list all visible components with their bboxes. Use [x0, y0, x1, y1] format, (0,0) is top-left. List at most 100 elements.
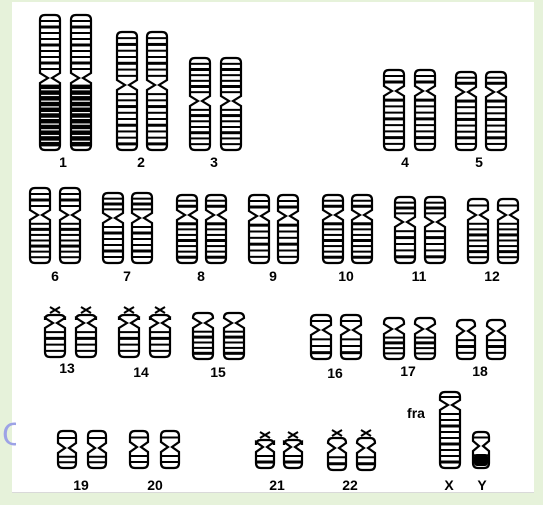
chromosome-band — [133, 244, 151, 246]
label-chr-9: 9 — [269, 268, 277, 284]
chromosome-band — [118, 75, 136, 77]
chromosome-band — [499, 223, 517, 225]
chromosome-band — [61, 228, 79, 231]
chromosome-band — [385, 347, 403, 349]
chromosome-band — [396, 249, 414, 251]
label-chr-1: 1 — [59, 154, 67, 170]
chromosome-band — [279, 237, 297, 239]
chromosome-band — [457, 136, 475, 139]
chromosome-band — [41, 142, 59, 147]
chromosome-band — [416, 347, 434, 349]
chromosome-band — [457, 143, 475, 145]
chromosome-band — [250, 200, 268, 202]
chromosome-10-a — [323, 195, 343, 263]
chromosome-band — [191, 120, 209, 122]
chromosome-band — [426, 207, 444, 210]
chromosome-band — [426, 243, 444, 245]
label-chr-14: 14 — [133, 364, 149, 380]
chromosome-band — [222, 80, 240, 82]
chromosome-band — [41, 38, 59, 40]
chromosome-band — [46, 331, 64, 333]
chromosome-band — [151, 344, 169, 346]
chromosome-band — [31, 251, 49, 253]
chromosome-band — [222, 63, 240, 65]
chromosome-band — [61, 205, 79, 207]
chromosome-band — [207, 234, 225, 236]
chromosome-band — [487, 125, 505, 127]
chromosome-15-a — [193, 313, 213, 359]
chromosome-band — [31, 193, 49, 195]
chromosome-band — [257, 455, 273, 457]
chromosome-band — [72, 119, 90, 124]
chromosome-band — [385, 337, 403, 339]
chromosome-band — [77, 344, 95, 346]
chromosome-band — [499, 245, 517, 247]
chromosome-4-a — [384, 70, 404, 150]
chromosome-band — [396, 236, 414, 239]
chromosome-band — [385, 117, 403, 120]
chromosome-band — [104, 238, 122, 240]
chromosome-band — [426, 255, 444, 258]
chromosome-band — [72, 90, 90, 95]
chromosome-band — [131, 437, 147, 439]
chromosome-band — [488, 345, 504, 348]
chromosome-band — [72, 85, 90, 90]
chromosome-band — [72, 32, 90, 34]
chromosome-band — [426, 202, 444, 204]
chromosome-14-b — [150, 307, 170, 357]
chromosome-band — [487, 82, 505, 85]
chromosome-band — [41, 56, 59, 58]
chromosome-band — [151, 337, 169, 340]
chromosome-band — [148, 137, 166, 139]
chromosome-band — [342, 320, 360, 322]
chromosome-band — [487, 106, 505, 108]
chromosome-band — [342, 345, 360, 347]
chromosome-7-b — [132, 193, 152, 263]
chromosome-band — [31, 223, 49, 225]
chromosome-band — [72, 20, 90, 22]
chromosome-band — [191, 114, 209, 117]
chromosome-band — [61, 245, 79, 248]
chromosome-band — [104, 198, 122, 200]
chromosome-band — [120, 337, 138, 340]
chromosome-band — [279, 256, 297, 258]
label-chr-22: 22 — [342, 477, 358, 493]
chromosome-band — [118, 50, 136, 52]
chromosome-band — [104, 232, 122, 235]
chromosome-band — [426, 212, 444, 214]
chromosome-band — [469, 228, 487, 230]
chromosome-band — [104, 203, 122, 206]
chromosome-band — [178, 200, 196, 202]
chromosome-band — [396, 212, 414, 214]
chromosome-band — [416, 143, 434, 145]
chromosome-band — [222, 143, 240, 145]
chromosome-band — [469, 245, 487, 247]
chromosome-band — [191, 143, 209, 145]
chromosome-group — [30, 15, 518, 470]
chromosome-band — [31, 245, 49, 248]
label-chr-6: 6 — [51, 268, 59, 284]
chromosome-band — [148, 93, 166, 95]
chromosome-band — [118, 93, 136, 95]
chromosome-7-a — [103, 193, 123, 263]
chromosome-band — [104, 256, 122, 258]
chromosome-band — [499, 240, 517, 242]
chromosome-band — [385, 130, 403, 132]
chromosome-band — [426, 249, 444, 251]
chromosome-band — [41, 85, 59, 90]
chromosome-band — [148, 37, 166, 39]
chromosome-band — [118, 99, 136, 101]
chromosome-band — [487, 131, 505, 133]
label-chr-15: 15 — [210, 364, 226, 380]
chromosome-band — [72, 96, 90, 101]
chromosome-band — [104, 208, 122, 210]
chromosome-band — [457, 106, 475, 108]
chromosome-2-a — [117, 32, 137, 150]
chromosome-band — [324, 222, 342, 225]
chromosome-band — [441, 396, 459, 398]
chromosome-band — [59, 461, 75, 463]
chromosome-band — [353, 200, 371, 202]
chromosome-band — [61, 223, 79, 225]
